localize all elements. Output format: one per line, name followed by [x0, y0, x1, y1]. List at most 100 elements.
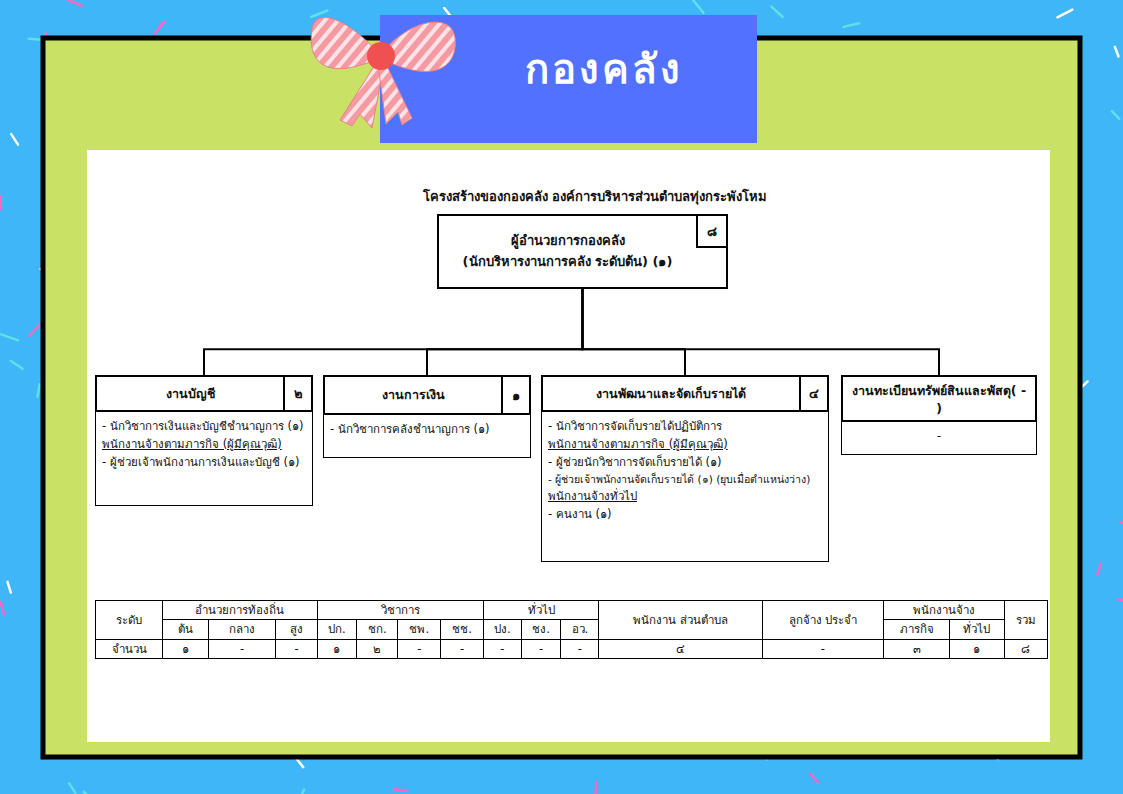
table-text: ปง.	[494, 622, 511, 636]
staff-group: พนักงานจ้างตามภารกิจ (ผู้มีคุณวุฒิ)	[548, 436, 822, 454]
table-text: -	[240, 642, 244, 656]
table-cell: -	[521, 639, 561, 658]
section-header: งานทะเบียนทรัพย์สินและพัสดุ( - )	[841, 375, 1037, 422]
table-text: ภารกิจ	[900, 622, 934, 636]
table-text: ลูกจ้าง ประจำ	[789, 613, 858, 627]
section-header: งานพัฒนาและจัดเก็บรายได้๔	[541, 375, 829, 412]
table-cell: -	[762, 639, 883, 658]
table-cell: พนักงานจ้าง	[884, 601, 1004, 620]
staff-position: -	[848, 428, 1030, 446]
table-row: จำนวน๑--๑๒-----๔-๓๑๘	[96, 639, 1048, 658]
table-cell: จำนวน	[96, 639, 163, 658]
table-text: -	[417, 642, 421, 656]
table-text: -	[500, 642, 504, 656]
table-text: ทั่วไป	[963, 622, 990, 636]
section-box: งานทะเบียนทรัพย์สินและพัสดุ( - ) -	[841, 375, 1037, 455]
staff-position: - ผู้ช่วยเจ้าพนักงานจัดเก็บรายได้ (๑) (ย…	[548, 471, 822, 487]
table-cell: ชก.	[357, 620, 398, 639]
staff-position: - ผู้ช่วยเจ้าพนักงานการเงินและบัญชี (๑)	[102, 454, 306, 472]
table-cell: -	[276, 639, 317, 658]
table-row: ต้น กลางสูงปก.ชก. ชพ. ชช. ปง. ชง. อว. ภารกิจ ทั่…	[96, 620, 1048, 639]
table-row: ระดับอำนวยการท้องถิ่นวิชาการทั่วไปพนักงา…	[96, 601, 1048, 620]
count-number: ๘	[696, 216, 726, 248]
table-text: จำนวน	[112, 642, 147, 656]
staff-position: - นักวิชาการเงินและบัญชีชำนาญการ (๑)	[102, 418, 306, 436]
table-text: -	[294, 642, 298, 656]
section-heading: งานบัญชี	[97, 377, 283, 410]
staff-position: - นักวิชาการคลังชำนาญการ (๑)	[330, 421, 524, 439]
title-banner: กองคลัง	[380, 15, 757, 143]
table-text: อำนวยการท้องถิ่น	[195, 603, 284, 617]
section-body: -	[841, 422, 1037, 455]
table-text: ต้น	[178, 622, 193, 636]
section-heading: งานการเงิน	[325, 377, 501, 413]
count-number: ๒	[283, 377, 311, 410]
table-cell: -	[208, 639, 276, 658]
table-cell: อว.	[561, 620, 599, 639]
table-cell: สูง	[276, 620, 317, 639]
ribbon-bow	[311, 18, 455, 128]
section-header: งานบัญชี๒	[95, 375, 313, 412]
table-text: ๔	[676, 642, 685, 656]
table-cell: ระดับ	[96, 601, 163, 640]
table-text: ๑	[973, 642, 980, 656]
table-text: ชช.	[452, 622, 472, 636]
section-box: งานการเงิน๑ - นักวิชาการคลังชำนาญการ (๑)	[323, 375, 531, 458]
section-body: - นักวิชาการคลังชำนาญการ (๑)	[323, 415, 531, 458]
table-text: ๑	[333, 642, 340, 656]
table-cell: ๔	[599, 639, 762, 658]
table-cell: ๑	[317, 639, 357, 658]
table-text: วิชาการ	[381, 603, 420, 617]
staff-group: พนักงานจ้างตามภารกิจ (ผู้มีคุณวุฒิ)	[102, 436, 306, 454]
table-text: ๘	[1021, 642, 1030, 656]
table-text: ๑	[182, 642, 189, 656]
table-cell: ๑	[949, 639, 1004, 658]
table-text: ๒	[373, 642, 381, 656]
table-cell: กลาง	[208, 620, 276, 639]
section-body: - นักวิชาการเงินและบัญชีชำนาญการ (๑)พนัก…	[95, 412, 313, 506]
green-panel	[43, 38, 1080, 757]
director-line: ผู้อำนวยการกองคลัง	[511, 231, 625, 252]
table-cell: ทั่วไป	[483, 601, 599, 620]
section-header: งานการเงิน๑	[323, 375, 531, 415]
table-text: พนักงานจ้าง	[913, 603, 975, 617]
table-cell: ปก.	[317, 620, 357, 639]
banner-text: กองคลัง	[525, 37, 683, 101]
chart-title: โครงสร้างของกองคลัง องค์การบริหารส่วนตำบ…	[320, 186, 870, 207]
table-cell: -	[483, 639, 521, 658]
table-cell: อำนวยการท้องถิ่น	[163, 601, 317, 620]
table-text: -	[460, 642, 464, 656]
staff-position: - ผู้ช่วยนักวิชาการจัดเก็บรายได้ (๑)	[548, 454, 822, 472]
count-number: ๑	[501, 377, 529, 413]
director-box: ผู้อำนวยการกองคลัง(นักบริหารงานการคลัง ร…	[437, 214, 728, 289]
table-text: -	[578, 642, 582, 656]
table-cell: ต้น	[163, 620, 208, 639]
table-cell: ๑	[163, 639, 208, 658]
section-heading: งานพัฒนาและจัดเก็บรายได้	[543, 377, 799, 410]
table-text: ระดับ	[116, 613, 142, 627]
connector	[583, 289, 940, 375]
connector	[204, 289, 583, 375]
connector	[427, 289, 583, 375]
table-cell: วิชาการ	[317, 601, 483, 620]
count-number: ๔	[799, 377, 827, 410]
table-cell: ลูกจ้าง ประจำ	[762, 601, 883, 640]
table-text: -	[539, 642, 543, 656]
staff-position: - นักวิชาการจัดเก็บรายได้ปฏิบัติการ	[548, 418, 822, 436]
table-cell: ทั่วไป	[949, 620, 1004, 639]
table-cell: ภารกิจ	[884, 620, 950, 639]
table-cell: -	[561, 639, 599, 658]
staff-group: พนักงานจ้างทั่วไป	[548, 488, 822, 506]
section-heading: งานทะเบียนทรัพย์สินและพัสดุ( - )	[843, 377, 1035, 420]
table-cell: ปง.	[483, 620, 521, 639]
table-text: ชพ.	[409, 622, 429, 636]
director-text: ผู้อำนวยการกองคลัง(นักบริหารงานการคลัง ร…	[439, 216, 696, 287]
table-cell: ๓	[884, 639, 950, 658]
table-text: ชง.	[532, 622, 550, 636]
section-box: งานพัฒนาและจัดเก็บรายได้๔ - นักวิชาการจัด…	[541, 375, 829, 562]
table-text: รวม	[1016, 613, 1036, 627]
summary-table: ระดับอำนวยการท้องถิ่นวิชาการทั่วไปพนักงา…	[95, 600, 1048, 659]
paper-sheet	[87, 150, 1050, 742]
